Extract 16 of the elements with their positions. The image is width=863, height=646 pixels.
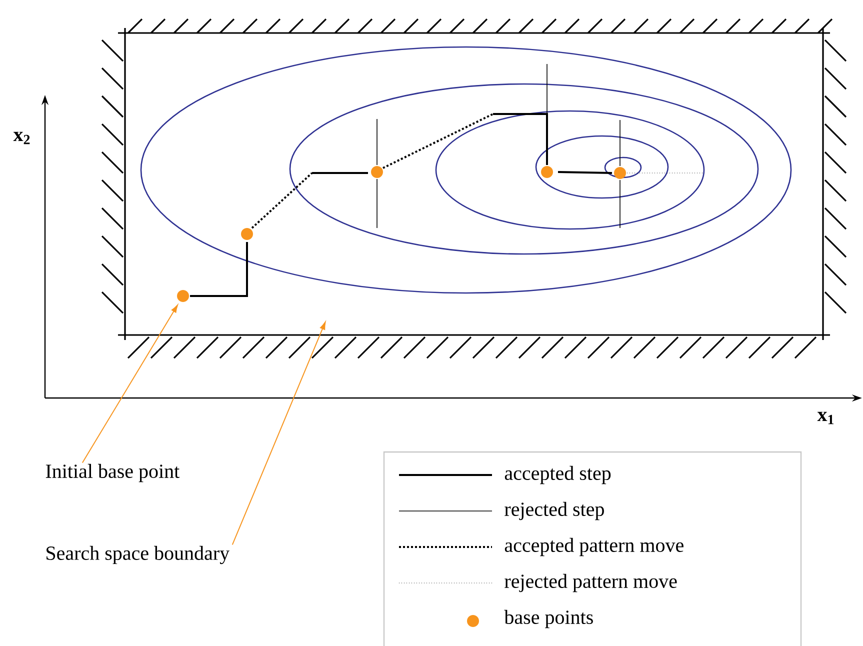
legend-label: accepted pattern move xyxy=(504,538,684,556)
legend-label: base points xyxy=(504,610,593,628)
legend-label: rejected step xyxy=(504,502,604,520)
axis-label: x$_{1}$ xyxy=(817,412,834,424)
leader-line xyxy=(82,304,178,464)
base-point xyxy=(371,166,383,178)
base-point xyxy=(241,228,253,240)
base-point xyxy=(177,290,189,302)
legend-label: rejected pattern move xyxy=(504,574,677,592)
leader-line xyxy=(232,322,326,546)
callout-text: Search space boundary xyxy=(46,546,230,564)
base-point xyxy=(541,166,553,178)
legend-label: accepted step xyxy=(504,466,611,484)
callout-text: Initial base point xyxy=(46,464,180,482)
axis-label: x$_{2}$ xyxy=(13,132,30,144)
base-point xyxy=(614,167,626,179)
